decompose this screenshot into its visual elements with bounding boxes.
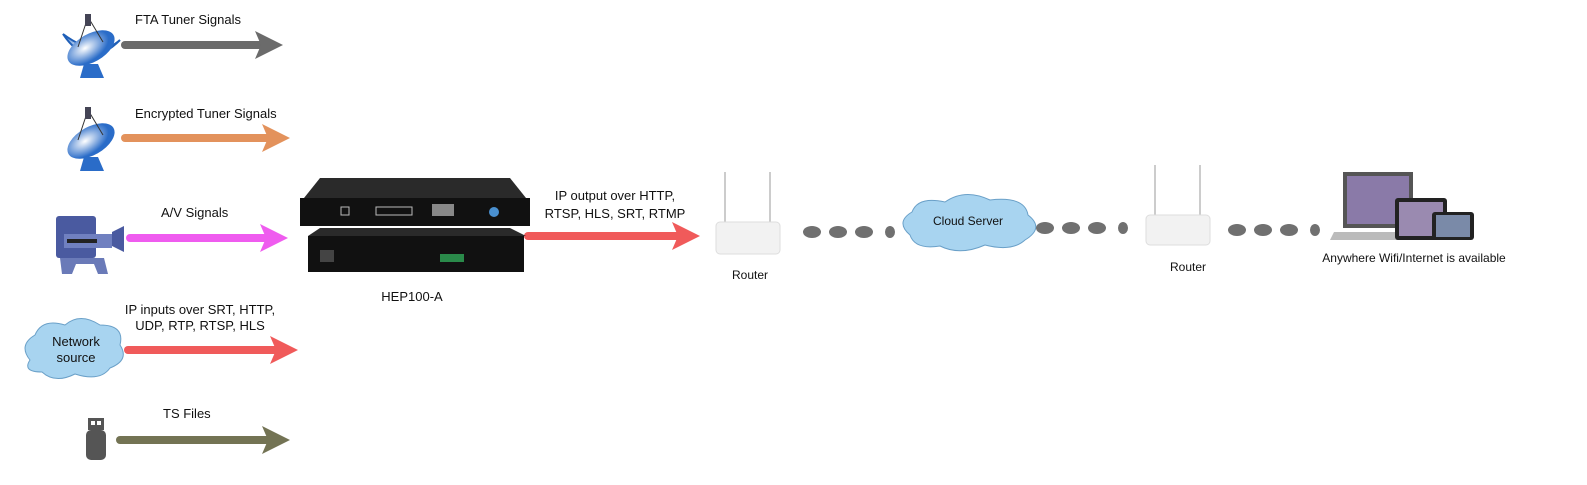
- ip-inputs-label-1: IP inputs over SRT, HTTP,: [124, 302, 276, 317]
- router-icon: [715, 172, 781, 255]
- input-arrow: [116, 426, 290, 454]
- input-arrow: [126, 224, 288, 252]
- connection-dot: [1310, 224, 1320, 236]
- ts-files-label: TS Files: [163, 406, 211, 421]
- usb-drive-icon: [86, 418, 106, 460]
- cloud-server-icon: [902, 194, 1037, 252]
- connection-dot: [1036, 222, 1054, 234]
- cloud-icon: [24, 318, 124, 379]
- ip-inputs-label-2: UDP, RTP, RTSP, HLS: [135, 318, 265, 333]
- connection-dot: [855, 226, 873, 238]
- connection-dot: [1254, 224, 1272, 236]
- connection-dot: [803, 226, 821, 238]
- connection-dot: [1088, 222, 1106, 234]
- cloud-server-label: Cloud Server: [932, 214, 1004, 228]
- connection-dot: [1062, 222, 1080, 234]
- output-label-2: RTSP, HLS, SRT, RTMP: [544, 206, 686, 221]
- input-arrow: [124, 336, 298, 364]
- encoder-device-image: [300, 178, 530, 272]
- encrypted-label: Encrypted Tuner Signals: [135, 106, 277, 121]
- connection-dot: [1228, 224, 1246, 236]
- fta-label: FTA Tuner Signals: [135, 12, 241, 27]
- input-arrow: [121, 124, 290, 152]
- network-source-label-2: source: [56, 350, 96, 365]
- connection-dot: [829, 226, 847, 238]
- router2-label: Router: [1169, 260, 1207, 274]
- connection-dot: [1280, 224, 1298, 236]
- satellite-dish-icon: [67, 107, 115, 171]
- input-arrow: [121, 31, 283, 59]
- av-label: A/V Signals: [161, 205, 229, 220]
- device-name: HEP100-A: [381, 289, 443, 304]
- network-source-label-1: Network: [52, 334, 100, 349]
- connection-dots: [803, 222, 1320, 238]
- connection-dot: [885, 226, 895, 238]
- video-camera-icon: [56, 216, 124, 274]
- output-label-1: IP output over HTTP,: [554, 188, 676, 203]
- router1-label: Router: [731, 268, 769, 282]
- devices-icon: [1330, 172, 1474, 240]
- output-arrow: [524, 222, 700, 250]
- satellite-dish-icon: [62, 14, 121, 78]
- router-icon: [1145, 165, 1211, 246]
- clients-label: Anywhere Wifi/Internet is available: [1322, 251, 1506, 265]
- connection-dot: [1118, 222, 1128, 234]
